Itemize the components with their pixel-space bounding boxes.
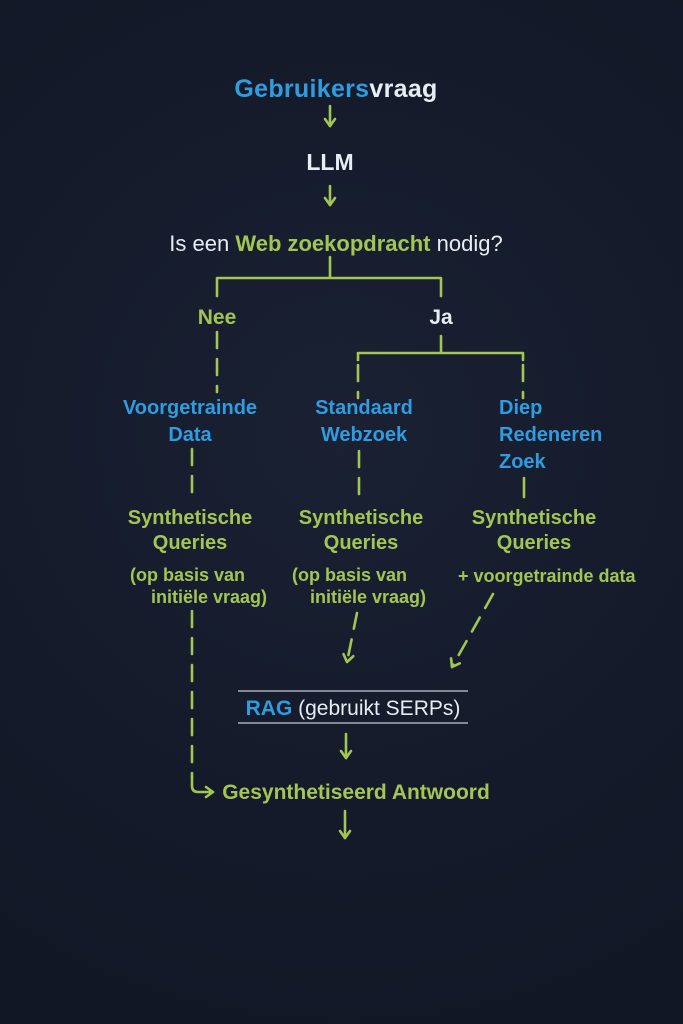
decision-highlight: Web zoekopdracht	[235, 231, 431, 256]
rag-rest: (gebruikt SERPs)	[292, 697, 461, 720]
rag-highlight: RAG	[245, 697, 293, 720]
source-line: Standaard	[315, 397, 413, 419]
node-queries-col1: Synthetische Queries	[128, 506, 252, 556]
col3-diagonal-dashed-arrow-icon	[449, 592, 495, 669]
queries-line: Synthetische	[298, 507, 424, 529]
caption-line: (op basis van	[130, 565, 246, 585]
col1-corner-arrow-icon	[190, 775, 215, 799]
caption-line: + voorgetrainde data	[458, 566, 636, 586]
caption-col3: + voorgetrainde data	[458, 565, 636, 587]
source-line: Data	[168, 424, 212, 446]
node-diep-redeneren-zoek: Diep Redeneren Zoek	[499, 395, 602, 476]
source-line: Voorgetrainde	[122, 397, 258, 419]
source-line: Webzoek	[320, 424, 408, 446]
branch-label-nee: Nee	[197, 306, 237, 329]
node-standaard-webzoek: Standaard Webzoek	[315, 395, 413, 449]
branch-label-ja: Ja	[429, 306, 453, 329]
queries-line: Synthetische	[127, 507, 253, 529]
node-decision-question: Is een Web zoekopdracht nodig?	[169, 231, 502, 257]
source-line: Zoek	[499, 451, 546, 473]
user-question-highlight: Gebruikers	[234, 75, 370, 103]
node-llm: LLM	[306, 149, 354, 175]
source-line: Diep	[499, 397, 543, 419]
queries-line: Synthetische	[471, 507, 597, 529]
caption-col2: (op basis van initiële vraag)	[292, 564, 426, 608]
node-voorgetrainde-data: Voorgetrainde Data	[123, 395, 257, 449]
node-user-question: Gebruikersvraag	[234, 74, 437, 104]
col2-dashed-arrow-icon	[342, 611, 359, 664]
queries-line: Queries	[496, 532, 572, 554]
ja-branch-lines	[356, 334, 525, 362]
caption-line: (op basis van	[292, 565, 408, 585]
caption-col1: (op basis van initiële vraag)	[130, 564, 267, 608]
queries-line: Queries	[323, 532, 399, 554]
decision-post: nodig?	[430, 231, 503, 256]
decision-branch-lines	[215, 255, 443, 298]
source-line: Redeneren	[499, 424, 603, 446]
caption-line: initiële vraag)	[310, 587, 427, 607]
node-queries-col3: Synthetische Queries	[472, 506, 596, 556]
queries-line: Queries	[152, 532, 228, 554]
decision-pre: Is een	[169, 231, 236, 256]
node-answer: Gesynthetiseerd Antwoord	[222, 781, 490, 804]
caption-line: initiële vraag)	[151, 587, 268, 607]
node-queries-col2: Synthetische Queries	[299, 506, 423, 556]
node-rag: RAG (gebruikt SERPs)	[246, 696, 461, 721]
user-question-rest: vraag	[369, 75, 438, 103]
